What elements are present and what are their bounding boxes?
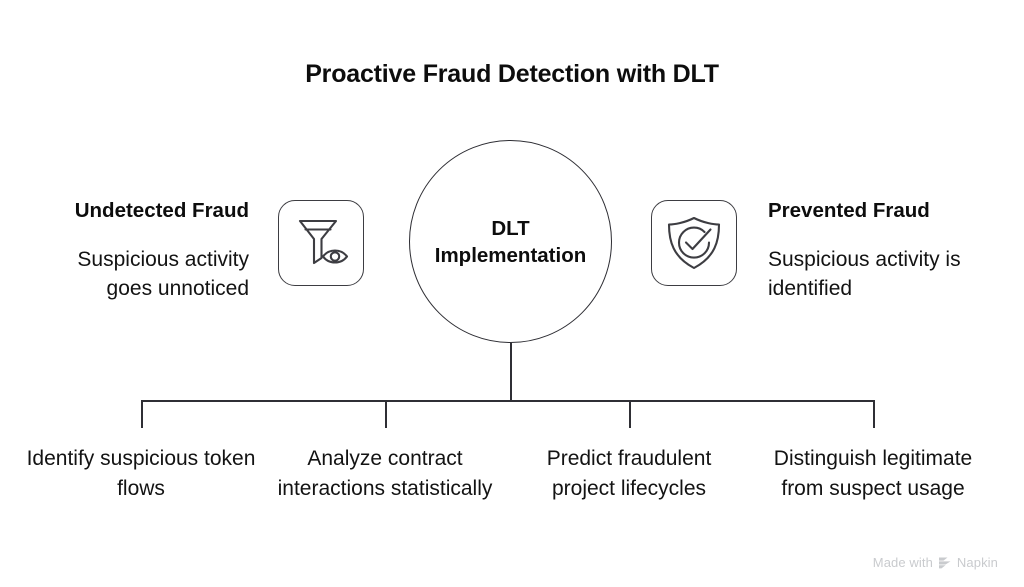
right-outcome-body: Suspicious activity is identified: [768, 248, 961, 300]
shield-check-icon: [667, 216, 721, 270]
branch-trunk-connector: [141, 400, 875, 402]
funnel-eye-icon: [298, 219, 349, 265]
branch-label-3: Predict fraudulent project lifecycles: [546, 447, 712, 500]
right-outcome-block: Prevented Fraud Suspicious activity is i…: [768, 198, 978, 303]
branch-drop-1: [141, 401, 143, 428]
napkin-chevrons-icon: [938, 557, 951, 568]
left-outcome-body: Suspicious activity goes unnoticed: [77, 248, 249, 300]
branch-label-2: Analyze contract interactions statistica…: [277, 447, 493, 500]
center-node-label: DLT Implementation: [434, 216, 587, 267]
left-outcome-block: Undetected Fraud Suspicious activity goe…: [39, 198, 249, 303]
branch-label-4: Distinguish legitimate from suspect usag…: [773, 447, 973, 500]
page-title: Proactive Fraud Detection with DLT: [305, 60, 719, 88]
napkin-watermark: Made with Napkin: [873, 555, 998, 570]
watermark-brand: Napkin: [956, 555, 998, 570]
branch-drop-3: [629, 401, 631, 428]
branch-drop-4: [873, 401, 875, 428]
funnel-eye-icon-tile: [278, 200, 364, 286]
left-outcome-heading: Undetected Fraud: [74, 199, 249, 222]
center-node: DLT Implementation: [409, 140, 612, 343]
center-stem-connector: [510, 343, 512, 401]
branch-label-1: Identify suspicious token flows: [26, 447, 256, 500]
shield-check-icon-tile: [651, 200, 737, 286]
branch-drop-2: [385, 401, 387, 428]
watermark-prefix: Made with: [872, 555, 933, 570]
right-outcome-heading: Prevented Fraud: [768, 199, 930, 222]
